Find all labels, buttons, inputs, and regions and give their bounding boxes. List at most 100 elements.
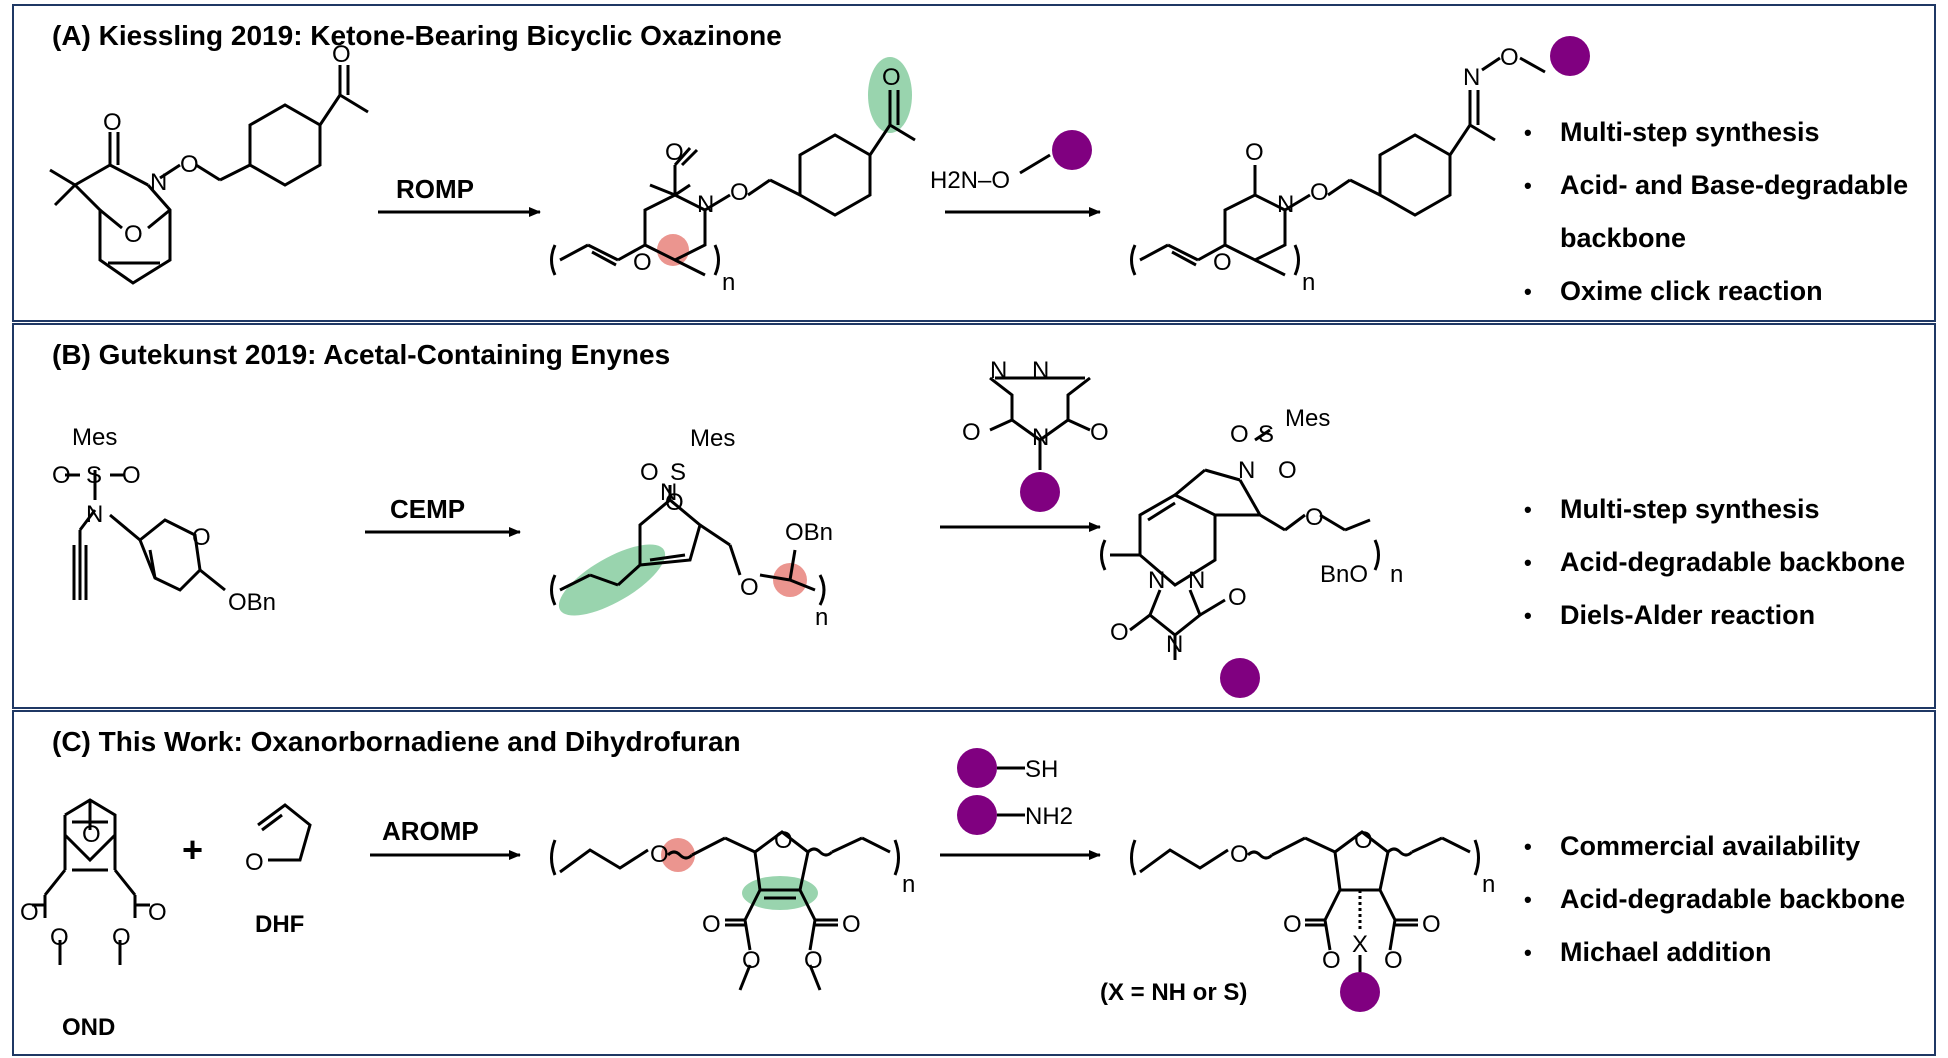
panel-b-bullet-1: Multi-step synthesis (1524, 483, 1905, 536)
panel-a-bullet-1: Multi-step synthesis (1524, 106, 1908, 159)
panel-b-product-atoms: Mes O S O N O BnO n N N N O O (1110, 405, 1403, 658)
panel-a-polymer-atoms: O N O O O n (633, 64, 901, 296)
atom-o: O (650, 841, 669, 868)
panel-c: (C) This Work: Oxanorbornadiene and Dihy… (12, 710, 1936, 1056)
atom-n: N (1032, 357, 1049, 384)
atom-n: N (1166, 631, 1183, 658)
atom-o: O (1500, 44, 1519, 71)
atom-obn: OBn (228, 589, 276, 616)
atom-o: O (50, 924, 69, 951)
atom-o: O (1230, 841, 1249, 868)
panel-c-ond (32, 798, 150, 965)
panel-a-product (1130, 56, 1546, 277)
atom-o: O (665, 139, 684, 166)
atom-o: O (124, 221, 143, 248)
atom-o: O (633, 249, 652, 276)
subscript-n: n (1482, 871, 1495, 898)
atom-o: O (332, 41, 351, 68)
atom-n: N (1238, 457, 1255, 484)
subscript-n: n (1302, 269, 1315, 296)
panel-a-bullet-2-cont: backbone (1560, 223, 1687, 253)
dhf-label: DHF (255, 911, 304, 938)
panel-b-bullet-3: Diels-Alder reaction (1524, 589, 1905, 642)
panel-b-reagent (989, 376, 1091, 470)
amine-reagent: NH2 (1025, 803, 1073, 830)
panel-b-monomer-atoms: Mes O S O N O OBn (52, 424, 276, 616)
atom-n: N (150, 169, 167, 196)
atom-o: O (1354, 827, 1373, 854)
panel-c-polymer-atoms: O O O O O O n (650, 827, 915, 974)
atom-o: O (1305, 504, 1324, 531)
panel-c-title: (C) This Work: Oxanorbornadiene and Dihy… (52, 726, 741, 757)
atom-o: O (962, 419, 981, 446)
panel-a-arrow-label: ROMP (396, 174, 474, 204)
atom-x: X (1352, 931, 1368, 958)
panel-b-polymer-atoms: Mes O S O N O OBn n (640, 425, 833, 631)
panel-a-product-label-dot (1550, 36, 1590, 76)
atom-o: O (82, 821, 101, 848)
panel-b-product-label-dot (1220, 658, 1260, 698)
atom-o: O (702, 911, 721, 938)
atom-o: O (665, 489, 684, 516)
atom-o: O (774, 827, 793, 854)
atom-o: O (1310, 179, 1329, 206)
panel-a-monomer-atoms: O N O O O (103, 41, 351, 248)
panel-b-bullets: Multi-step synthesis Acid-degradable bac… (1524, 483, 1905, 642)
panel-c-arrow-label: AROMP (382, 816, 479, 846)
panel-c-polymer (550, 830, 900, 991)
subscript-n: n (1390, 561, 1403, 588)
panel-a: (A) Kiessling 2019: Ketone-Bearing Bicyc… (12, 4, 1936, 322)
panel-b-diene-highlight (558, 544, 666, 616)
panel-c-dhf (257, 803, 312, 862)
panel-b-arrow-label: CEMP (390, 494, 465, 524)
panel-a-reagent: H2N–O (930, 167, 1010, 194)
atom-n: N (697, 191, 714, 218)
atom-o: O (1245, 139, 1264, 166)
atom-s: S (1258, 421, 1274, 448)
atom-o: O (1228, 584, 1247, 611)
atom-o: O (192, 524, 211, 551)
panel-b-monomer (65, 470, 226, 600)
panel-c-product (1130, 830, 1480, 975)
subscript-n: n (902, 871, 915, 898)
ond-label: OND (62, 1014, 115, 1041)
panel-b-polymer (550, 485, 826, 606)
atom-o: O (148, 899, 167, 926)
atom-n: N (86, 501, 103, 528)
panel-c-alkene-highlight (742, 876, 818, 910)
atom-mes: Mes (72, 424, 117, 451)
atom-mes: Mes (690, 425, 735, 452)
panel-a-title: (A) Kiessling 2019: Ketone-Bearing Bicyc… (52, 20, 782, 51)
atom-o: O (1283, 911, 1302, 938)
subscript-n: n (815, 604, 828, 631)
panel-c-bullet-3: Michael addition (1524, 926, 1905, 979)
panel-a-reagent-label-dot (1052, 130, 1092, 170)
atom-mes: Mes (1285, 405, 1330, 432)
atom-o: O (742, 947, 761, 974)
panel-c-bullet-2: Acid-degradable backbone (1524, 873, 1905, 926)
atom-n: N (1148, 567, 1165, 594)
atom-o: O (1090, 419, 1109, 446)
panel-c-product-label-dot (1340, 972, 1380, 1012)
atom-o: O (640, 459, 659, 486)
panel-a-product-atoms: N O N O O O n (1213, 44, 1519, 296)
subscript-n: n (722, 269, 735, 296)
atom-o: O (1110, 619, 1129, 646)
atom-o: O (122, 462, 141, 489)
atom-n: N (1277, 191, 1294, 218)
panel-c-ond-atoms: O O O O O (20, 821, 167, 951)
panel-c-amine-label-dot (957, 795, 997, 835)
atom-o: O (180, 151, 199, 178)
atom-o: O (882, 64, 901, 91)
atom-o: O (1322, 947, 1341, 974)
atom-n: N (1032, 424, 1049, 451)
panel-b-bullet-2: Acid-degradable backbone (1524, 536, 1905, 589)
panel-b-reagent-label-dot (1020, 472, 1060, 512)
plus-sign: + (182, 829, 203, 870)
atom-bno: BnO (1320, 561, 1368, 588)
atom-o: O (1278, 457, 1297, 484)
panel-b: (B) Gutekunst 2019: Acetal-Containing En… (12, 323, 1936, 709)
atom-o: O (1384, 947, 1403, 974)
atom-o: O (245, 849, 264, 876)
